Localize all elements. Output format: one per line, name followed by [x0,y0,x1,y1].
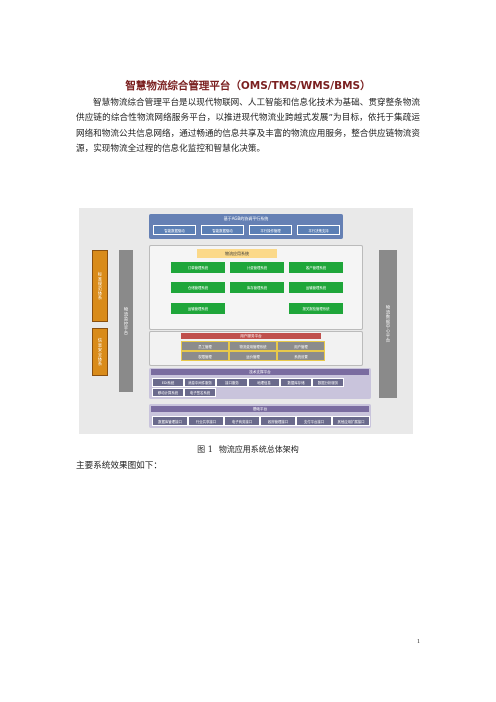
tech-item: 消息中间件服务 [184,378,216,387]
app-box: 报关报检管理系统 [289,303,343,314]
top-item: 智能数据驱动 [153,225,196,235]
tech-item: 接口服务 [216,378,248,387]
intro-paragraph: 智慧物流综合管理平台是以现代物联网、人工智能和信息化技术为基础、贯穿整条物流供应… [76,98,420,154]
service-item: 用户管理 [277,341,325,351]
tech-item: 地理信息 [248,378,280,387]
top-item: 智能数据驱动 [201,225,244,235]
app-box: 订单管理系统 [171,262,225,273]
tech-title: 技术支撑平台 [151,369,369,375]
app-box: 仓储管理系统 [171,282,225,293]
top-item: 平行决策支持 [297,225,340,235]
basic-item: 电子商务接口 [224,416,260,426]
basic-item: 支付平台接口 [296,416,332,426]
app-title: 物流应用系统 [197,249,277,258]
app-box: 运输管理系统 [289,282,343,293]
tech-item: 数据分析服务 [312,378,344,387]
figure-caption: 图 1 物流应用系统总体架构 [0,444,496,455]
basic-item: 数据库管理接口 [152,416,188,426]
basic-title: 基础平台 [151,406,369,412]
left-orange-column: 信息安全体系 [92,328,108,376]
app-box: 计费管理系统 [230,262,284,273]
service-item: 权限管理 [181,351,229,361]
app-box: 运输管理系统 [171,303,225,314]
service-item: 员工管理 [181,341,229,351]
app-box: 库存管理系统 [230,282,284,293]
service-item: 系统设置 [277,351,325,361]
tech-item: 移动计算系统 [152,388,184,397]
page-number: 1 [417,639,420,645]
service-item: 运价管理 [229,351,277,361]
tech-item: 电子签名系统 [184,388,216,397]
architecture-figure: 基于AGB的协调平行系统 智能数据驱动 智能数据驱动 平行操作管理 平行决策支持… [79,208,413,434]
right-gray-column: 物流数据中心平台 [379,250,397,398]
left-gray-column: 物流监控平台 [119,250,133,392]
top-band-title: 基于AGB的协调平行系统 [223,216,269,221]
top-item: 平行操作管理 [249,225,292,235]
app-box: 客户管理系统 [289,262,343,273]
service-item: 物流费用管理系统 [229,341,277,351]
document-title: 智慧物流综合管理平台（OMS/TMS/WMS/BMS） [125,80,371,92]
basic-item: 其他应用扩展接口 [332,416,370,426]
tech-item: 数据库存储 [280,378,312,387]
left-orange-column: 标准规范体系 [92,250,108,322]
figure-caption-number: 图 1 [197,445,213,454]
after-text: 主要系统效果图如下： [76,461,162,471]
basic-item: 政府管理接口 [260,416,296,426]
tech-item: EDI系统 [152,378,184,387]
figure-caption-text: 物流应用系统总体架构 [218,445,299,454]
basic-item: 行业共享接口 [188,416,224,426]
service-title: 用户服务平台 [181,333,321,339]
